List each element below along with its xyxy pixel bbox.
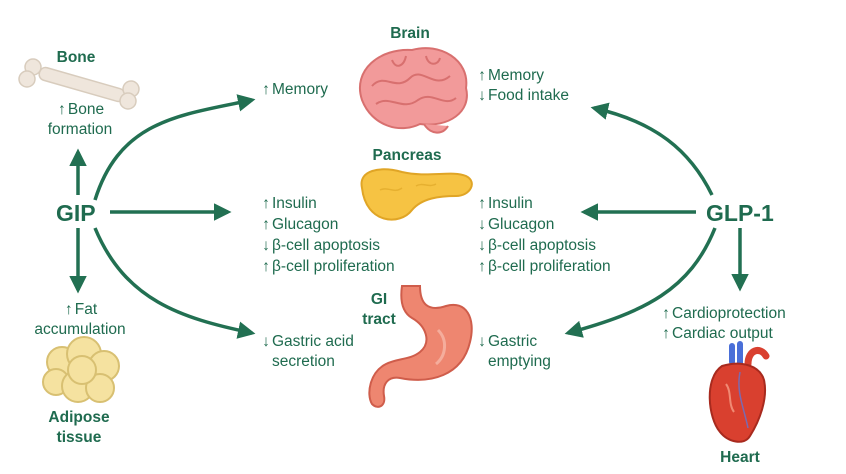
- pancreas-label: Pancreas: [372, 147, 442, 164]
- fat-accumulation-effect: ↑Fat accumulation: [16, 300, 144, 340]
- gi-tract-label: GI tract: [356, 290, 402, 330]
- brain-icon: [359, 47, 468, 134]
- bone-label: Bone: [56, 49, 96, 66]
- effect-text: Insulin: [488, 195, 533, 212]
- adipose-label-line: Adipose: [48, 409, 110, 426]
- up-arrow-icon: ↑: [478, 195, 486, 212]
- effect-text: Memory: [272, 81, 328, 98]
- effect-text: secretion: [272, 353, 335, 370]
- effect-text: accumulation: [34, 321, 126, 338]
- glp1-hub-label: GLP-1: [706, 200, 774, 226]
- up-arrow-icon: ↑: [662, 325, 670, 342]
- heart-icon: [708, 341, 770, 443]
- up-arrow-icon: ↑: [478, 67, 486, 84]
- glp1-heart-effects: ↑Cardioprotection ↑Cardiac output: [660, 304, 786, 344]
- effect-text: β-cell proliferation: [272, 258, 395, 275]
- gip-pancreas-effects: ↑Insulin ↑Glucagon ↓β-cell apoptosis ↑β-…: [260, 193, 395, 277]
- bone-formation-effect: ↑Bone formation: [20, 100, 140, 140]
- pancreas-icon: [360, 168, 473, 221]
- brain-label: Brain: [390, 25, 430, 42]
- effect-text: β-cell apoptosis: [488, 237, 596, 254]
- effect-text: emptying: [488, 353, 551, 370]
- effect-text: Fat: [74, 301, 98, 318]
- gip-to-brain-arrow: [93, 94, 256, 201]
- glp1-brain-effects: ↑Memory ↓Food intake: [476, 66, 569, 106]
- gip-to-gi-arrow: [93, 227, 256, 339]
- adipose-label-line: tissue: [56, 429, 102, 446]
- effect-text: Gastric: [488, 333, 538, 350]
- effect-text: Cardioprotection: [672, 305, 786, 322]
- effect-text: Bone: [67, 101, 105, 118]
- glp1-gi-effects: ↓Gastric emptying: [476, 332, 551, 372]
- down-arrow-icon: ↓: [262, 237, 270, 254]
- effect-text: Glucagon: [272, 216, 339, 233]
- effect-text: Glucagon: [488, 216, 555, 233]
- up-arrow-icon: ↑: [262, 195, 270, 212]
- down-arrow-icon: ↓: [478, 237, 486, 254]
- gip-arrows: [69, 94, 256, 339]
- effect-text: Gastric acid: [272, 333, 354, 350]
- up-arrow-icon: ↑: [662, 305, 670, 322]
- down-arrow-icon: ↓: [478, 216, 486, 233]
- up-arrow-icon: ↑: [478, 258, 486, 275]
- bone-icon: [18, 58, 140, 110]
- down-arrow-icon: ↓: [262, 333, 270, 350]
- effect-text: formation: [47, 121, 113, 138]
- up-arrow-icon: ↑: [262, 258, 270, 275]
- gi-tract-label-line: GI: [370, 291, 388, 308]
- heart-label: Heart: [720, 449, 760, 466]
- effect-text: β-cell apoptosis: [272, 237, 380, 254]
- stomach-icon: [368, 285, 473, 408]
- adipose-tissue-label: Adipose tissue: [34, 408, 124, 448]
- up-arrow-icon: ↑: [262, 81, 270, 98]
- up-arrow-icon: ↑: [262, 216, 270, 233]
- glp1-arrows: [564, 102, 749, 338]
- gip-brain-effects: ↑Memory: [260, 80, 328, 100]
- up-arrow-icon: ↑: [64, 301, 73, 318]
- glp1-to-gi-arrow: [564, 227, 717, 338]
- gip-hub-label: GIP: [56, 200, 96, 226]
- glp1-pancreas-effects: ↑Insulin ↓Glucagon ↓β-cell apoptosis ↑β-…: [476, 193, 611, 277]
- glp1-to-brain-arrow: [590, 102, 714, 196]
- effect-text: Memory: [488, 67, 544, 84]
- down-arrow-icon: ↓: [478, 87, 486, 104]
- gip-gi-effects: ↓Gastric acid secretion: [260, 332, 354, 372]
- fat-cell-icon: [42, 336, 120, 403]
- effect-text: Insulin: [272, 195, 317, 212]
- effect-text: Food intake: [488, 87, 569, 104]
- up-arrow-icon: ↑: [58, 101, 66, 118]
- down-arrow-icon: ↓: [478, 333, 486, 350]
- gi-tract-label-line: tract: [362, 311, 396, 328]
- effect-text: Cardiac output: [672, 325, 773, 342]
- effect-text: β-cell proliferation: [488, 258, 611, 275]
